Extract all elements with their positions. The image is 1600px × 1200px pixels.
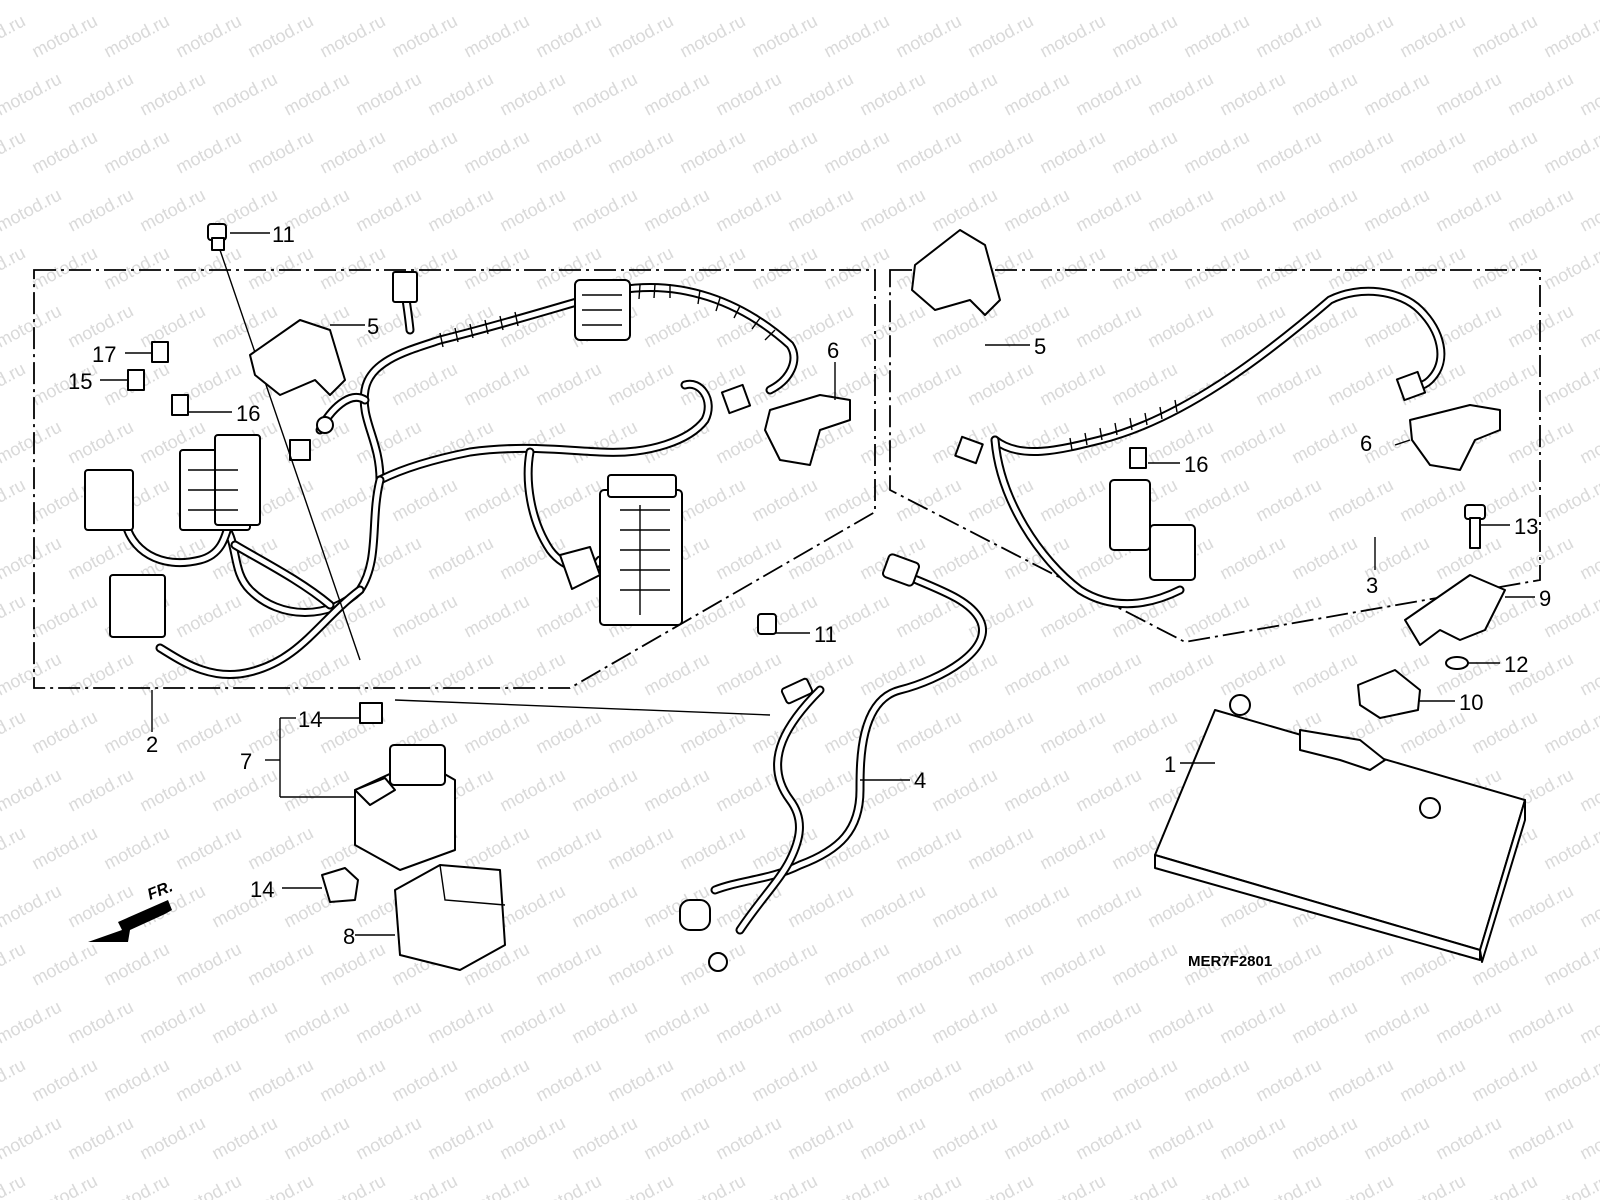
fuse-17 <box>151 341 169 363</box>
callout-8: 8 <box>343 924 355 949</box>
callout-1: 1 <box>1164 752 1176 777</box>
starter-relay-7 <box>354 744 456 871</box>
left-harness-frame <box>33 269 876 689</box>
callout-16-right: 16 <box>1184 452 1208 477</box>
callout-5-right: 5 <box>1034 334 1046 359</box>
battery-band-9 <box>1404 574 1506 646</box>
fuse-16-left <box>171 394 189 416</box>
callout-10: 10 <box>1459 690 1483 715</box>
main-wire-harness <box>84 271 799 680</box>
bolt-11-top <box>207 223 361 661</box>
fuse-14-lower <box>321 867 359 903</box>
callout-14-lower: 14 <box>250 877 274 902</box>
relay-cover-8 <box>394 864 506 971</box>
callout-11-middle: 11 <box>814 622 837 647</box>
callout-14-upper: 14 <box>298 707 322 732</box>
battery-cable-3 <box>954 286 1446 609</box>
ground-cable-4 <box>679 553 987 972</box>
callout-12: 12 <box>1504 652 1528 677</box>
callout-labels: 11 5 17 15 16 6 2 14 7 14 8 11 4 5 6 16 … <box>68 222 1551 949</box>
bolt-13 <box>1464 504 1486 549</box>
callout-17: 17 <box>92 342 116 367</box>
callout-6-right: 6 <box>1360 431 1372 456</box>
callout-9: 9 <box>1539 586 1551 611</box>
washer-12 <box>1445 656 1469 670</box>
terminal-cover-5-left <box>249 319 346 396</box>
fuse-16-right <box>1129 447 1147 469</box>
callout-16-left: 16 <box>236 401 260 426</box>
callout-5-left: 5 <box>367 314 379 339</box>
callout-7: 7 <box>240 749 252 774</box>
callout-11-top: 11 <box>272 222 295 247</box>
callout-2: 2 <box>146 732 158 757</box>
callout-13: 13 <box>1514 514 1538 539</box>
terminal-cover-6-left <box>764 394 851 466</box>
callout-15: 15 <box>68 369 92 394</box>
callout-3: 3 <box>1366 573 1378 598</box>
right-harness-frame <box>889 269 1541 643</box>
front-arrow-icon <box>88 900 172 942</box>
leader-lines <box>100 232 1535 936</box>
bolt-11-middle <box>757 613 777 635</box>
callout-6-left: 6 <box>827 338 839 363</box>
callout-4: 4 <box>914 768 926 793</box>
fuse-14-upper <box>359 702 383 724</box>
terminal-cover-5-right <box>911 229 1001 316</box>
battery-holder-10 <box>1357 669 1421 719</box>
terminal-cover-6-right <box>1409 404 1501 471</box>
drawing-code: MER7F2801 <box>1188 953 1272 970</box>
battery-1 <box>1154 694 1526 963</box>
watermark-text: motod.ru <box>1576 0 1600 4</box>
fuse-15 <box>127 369 145 391</box>
